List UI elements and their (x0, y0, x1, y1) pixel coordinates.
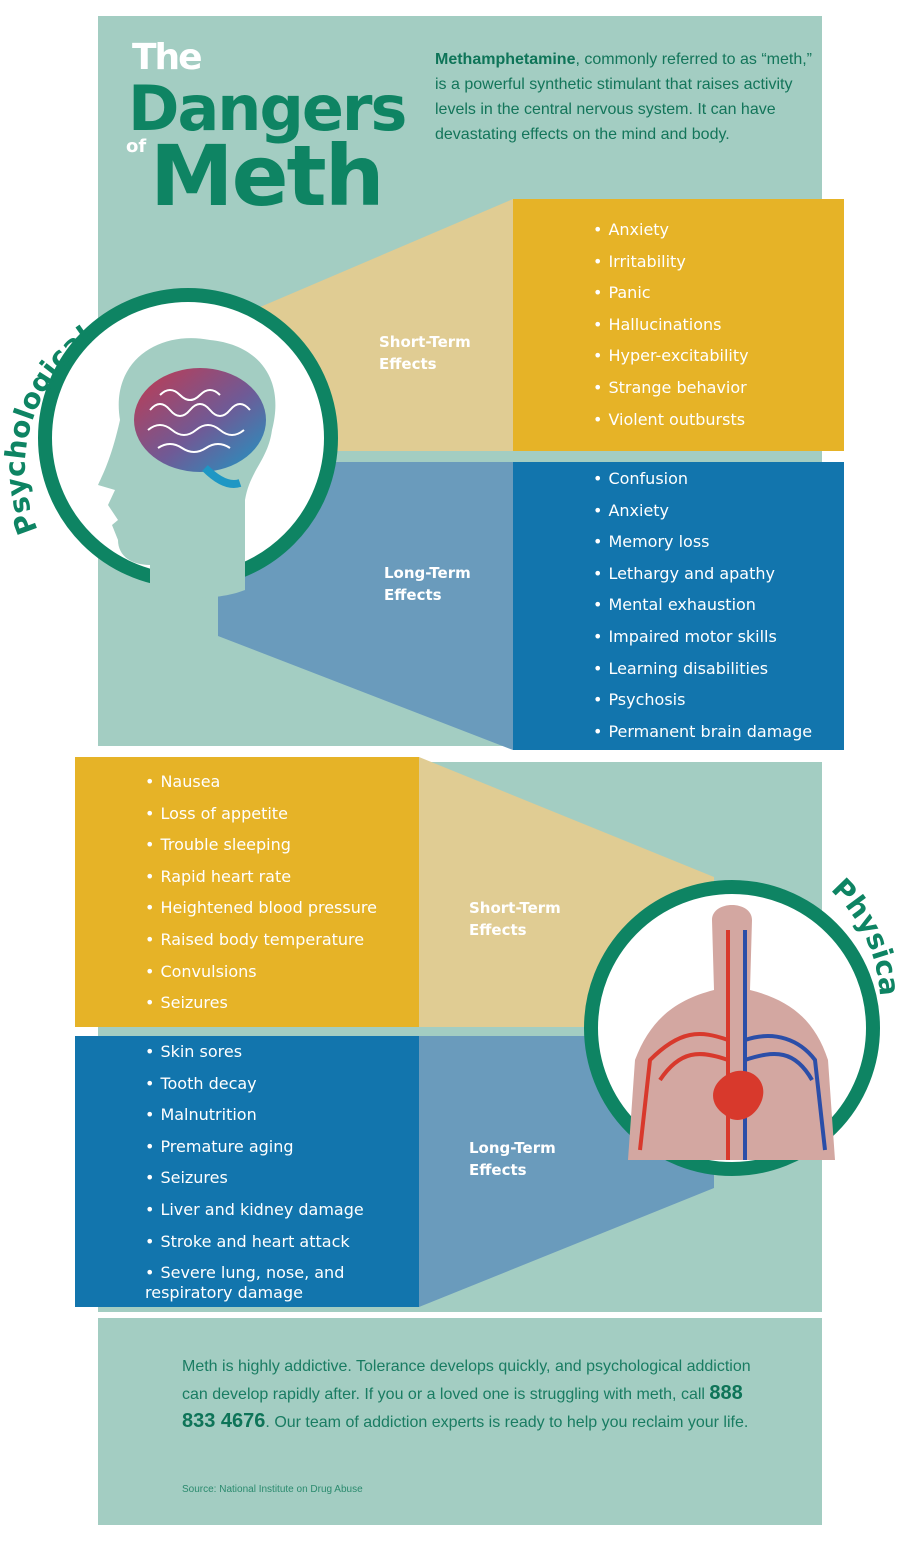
phys-long-heading-line1: Long-Term (469, 1139, 556, 1157)
list-item: Seizures (145, 993, 377, 1025)
list-item: Trouble sleeping (145, 835, 377, 867)
psych-long-heading-line1: Long-Term (384, 564, 471, 582)
bottom-panel (98, 1318, 822, 1525)
list-item: Tooth decay (145, 1074, 395, 1106)
phys-short-heading-line2: Effects (469, 921, 527, 939)
psych-long-list: Confusion Anxiety Memory loss Lethargy a… (593, 469, 812, 753)
brain-head-icon (38, 288, 338, 599)
list-item: Rapid heart rate (145, 867, 377, 899)
list-item: Severe lung, nose, and respiratory damag… (145, 1263, 395, 1302)
list-item: Skin sores (145, 1042, 395, 1074)
psych-long-heading-line2: Effects (384, 586, 442, 604)
psych-short-heading-line2: Effects (379, 355, 437, 373)
list-item: Memory loss (593, 532, 812, 564)
list-item: Anxiety (593, 220, 749, 252)
phys-long-heading-line2: Effects (469, 1161, 527, 1179)
list-item: Convulsions (145, 962, 377, 994)
psych-long-heading: Long-Term Effects (384, 562, 471, 606)
list-item: Panic (593, 283, 749, 315)
list-item: Anxiety (593, 501, 812, 533)
psych-short-list: Anxiety Irritability Panic Hallucination… (593, 220, 749, 442)
list-item: Loss of appetite (145, 804, 377, 836)
phone-number[interactable]: 888 833 4676 (182, 1382, 743, 1432)
list-item: Irritability (593, 252, 749, 284)
psych-short-heading: Short-Term Effects (379, 331, 471, 375)
intro-paragraph: Methamphetamine, commonly referred to as… (435, 47, 815, 147)
title-of: of (126, 136, 147, 157)
title-line-3: Meth (150, 127, 385, 225)
list-item: Stroke and heart attack (145, 1232, 395, 1264)
body-circulatory-icon (584, 880, 880, 1176)
cta-text-after: . Our team of addiction experts is ready… (265, 1414, 749, 1431)
list-item: Lethargy and apathy (593, 564, 812, 596)
list-item: Malnutrition (145, 1105, 395, 1137)
list-item: Permanent brain damage (593, 722, 812, 754)
intro-highlight: Methamphetamine (435, 51, 576, 68)
phys-short-list: Nausea Loss of appetite Trouble sleeping… (145, 772, 377, 1025)
intro-text: , commonly referred to as “meth,” is a p… (435, 51, 812, 143)
phys-short-heading: Short-Term Effects (469, 897, 561, 941)
list-item: Raised body temperature (145, 930, 377, 962)
title-line-2: Dangers (128, 72, 407, 145)
list-item: Premature aging (145, 1137, 395, 1169)
list-item: Seizures (145, 1168, 395, 1200)
cta-text-before: Meth is highly addictive. Tolerance deve… (182, 1358, 751, 1403)
phys-short-heading-line1: Short-Term (469, 899, 561, 917)
list-item: Hallucinations (593, 315, 749, 347)
title-line-1: The (132, 37, 203, 78)
list-item: Psychosis (593, 690, 812, 722)
list-item: Confusion (593, 469, 812, 501)
list-item: Nausea (145, 772, 377, 804)
list-item: Heightened blood pressure (145, 898, 377, 930)
cta-paragraph: Meth is highly addictive. Tolerance deve… (182, 1354, 752, 1436)
list-item: Violent outbursts (593, 410, 749, 442)
list-item: Hyper-excitability (593, 346, 748, 378)
list-item: Learning disabilities (593, 659, 812, 691)
psych-short-heading-line1: Short-Term (379, 333, 471, 351)
list-item: Mental exhaustion (593, 595, 812, 627)
list-item: Impaired motor skills (593, 627, 812, 659)
list-item: Strange behavior (593, 378, 749, 410)
source-citation: Source: National Institute on Drug Abuse (182, 1484, 363, 1495)
phys-long-heading: Long-Term Effects (469, 1137, 556, 1181)
phys-long-list: Skin sores Tooth decay Malnutrition Prem… (145, 1042, 395, 1302)
list-item: Liver and kidney damage (145, 1200, 395, 1232)
